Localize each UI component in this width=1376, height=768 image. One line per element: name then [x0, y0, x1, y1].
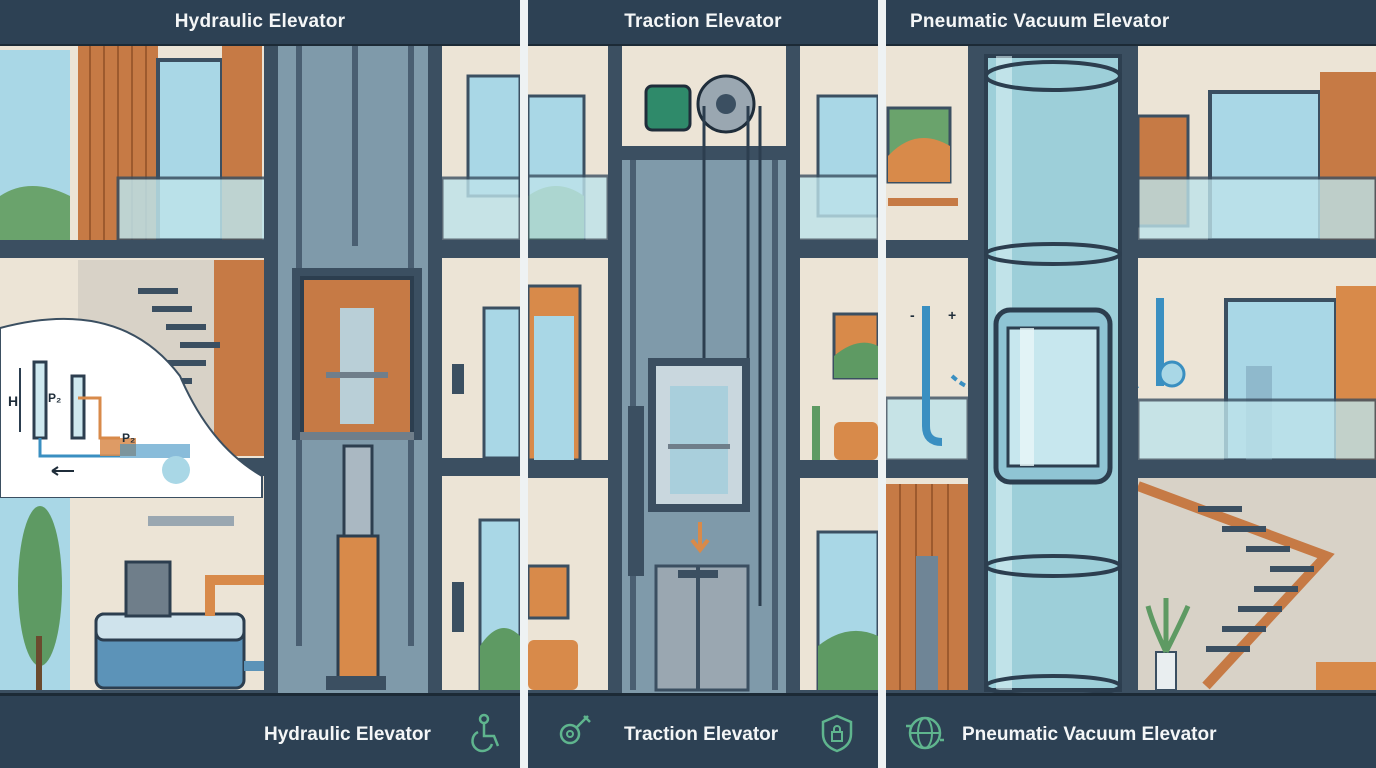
- traction-header-title: Traction Elevator: [624, 11, 782, 32]
- hydraulic-header-title: Hydraulic Elevator: [174, 11, 346, 32]
- pressure-label-left: P₂: [48, 391, 61, 405]
- hydraulic-footer-label: Hydraulic Elevator: [264, 724, 431, 745]
- traction-footer-label: Traction Elevator: [624, 724, 779, 745]
- panel-divider-2: [878, 0, 886, 768]
- globe-arrows-icon: [906, 716, 944, 750]
- wheelchair-accessibility-icon: [471, 713, 500, 753]
- shield-lock-icon: [821, 714, 853, 753]
- pneumatic-footer-label: Pneumatic Vacuum Elevator: [962, 724, 1217, 745]
- hydraulic-footer: Hydraulic Elevator: [0, 693, 520, 768]
- pneumatic-footer: Pneumatic Vacuum Elevator: [886, 693, 1376, 768]
- hydraulic-elevator-panel: Hydraulic Elevator: [0, 0, 520, 768]
- hydraulic-header: Hydraulic Elevator: [0, 0, 520, 46]
- pressure-label-right: P₂: [122, 431, 135, 445]
- traction-header: Traction Elevator: [528, 0, 878, 46]
- traction-building-illustration: [528, 46, 878, 696]
- pneumatic-header-title: Pneumatic Vacuum Elevator: [910, 11, 1170, 32]
- pneumatic-elevator-panel: Pneumatic Vacuum Elevator -: [886, 0, 1376, 768]
- hydraulic-building-illustration: H P₂ P₂: [0, 46, 520, 696]
- pressure-plus-label: +: [948, 307, 956, 323]
- pressure-minus-label: -: [910, 307, 915, 323]
- gear-wrench-icon: [559, 715, 591, 745]
- panel-divider-1: [520, 0, 528, 768]
- pneumatic-building-illustration: - +: [886, 46, 1376, 696]
- pneumatic-header: Pneumatic Vacuum Elevator: [886, 0, 1376, 46]
- height-label: H: [8, 393, 18, 409]
- traction-elevator-panel: Traction Elevator: [528, 0, 878, 768]
- traction-footer: Traction Elevator: [528, 693, 878, 768]
